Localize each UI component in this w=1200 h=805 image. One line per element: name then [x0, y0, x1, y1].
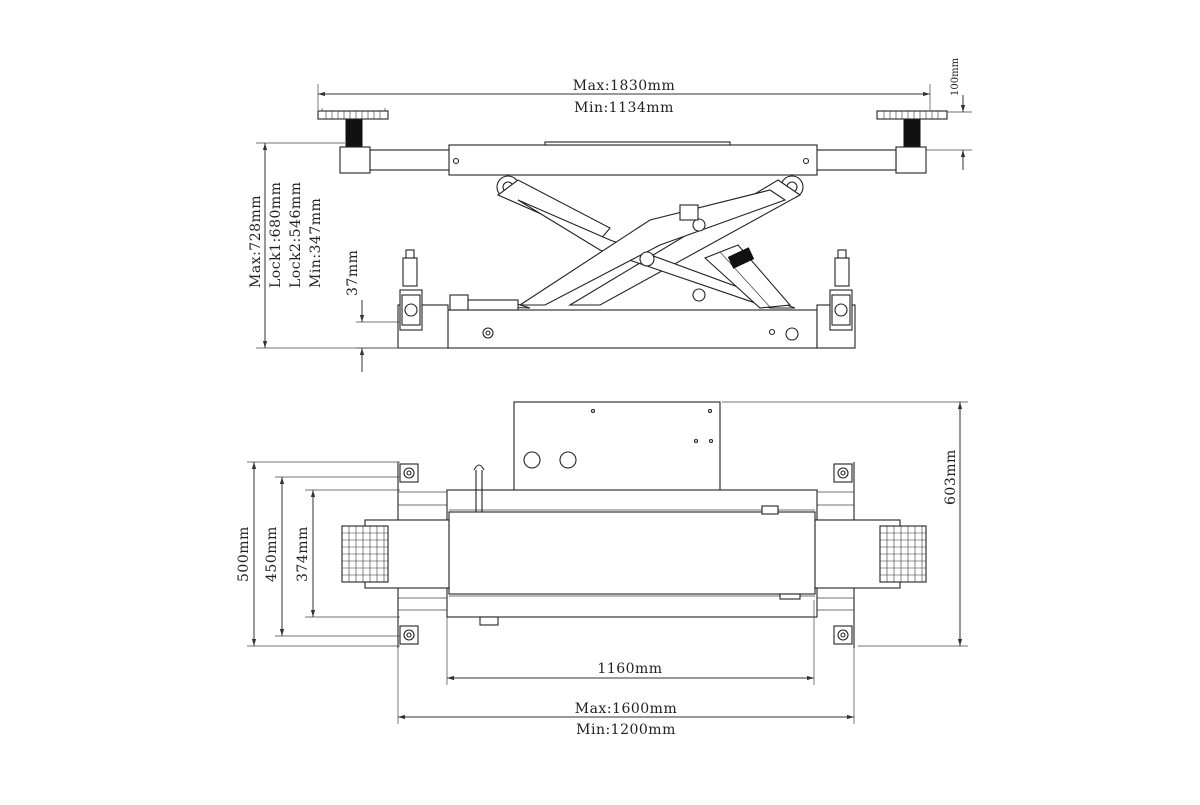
width-374-label: 374mm	[295, 526, 311, 582]
overall-min-label: Min:1200mm	[576, 722, 676, 738]
right-lifting-pad	[876, 110, 948, 147]
span-max-label: Max:1830mm	[573, 78, 675, 94]
frame-length-dimension: 1160mm	[446, 600, 815, 685]
pad-height-dimension: 100mm	[925, 57, 972, 170]
top-beam	[339, 141, 927, 176]
height-dimensions: Max:728mm Lock1:680mm Lock2:546mm Min:34…	[248, 142, 447, 349]
height-lock2-label: Lock2:546mm	[288, 182, 304, 288]
plan-width-dimensions: 500mm 450mm 374mm	[236, 461, 400, 647]
left-roller-assembly	[397, 249, 449, 349]
base-height-dimension: 37mm	[345, 250, 400, 372]
width-500-label: 500mm	[236, 526, 252, 582]
control-box	[513, 401, 721, 493]
depth-603-label: 603mm	[943, 449, 959, 505]
base-frame	[446, 294, 818, 349]
frame-length-label: 1160mm	[597, 661, 662, 677]
overall-max-label: Max:1600mm	[575, 701, 677, 717]
overall-length-dimension: Max:1600mm Min:1200mm	[397, 648, 855, 738]
base-height-label: 37mm	[345, 250, 361, 296]
width-450-label: 450mm	[264, 526, 280, 582]
left-lifting-pad	[317, 108, 389, 147]
left-arm-plan	[341, 519, 450, 589]
height-lock1-label: Lock1:680mm	[268, 182, 284, 288]
height-min-label: Min:347mm	[308, 198, 324, 288]
corner-rollers	[399, 463, 853, 645]
side-view: Max:1830mm Min:1134mm 100mm	[248, 57, 972, 372]
pad-height-label: 100mm	[950, 57, 961, 96]
span-dimension: Max:1830mm Min:1134mm	[317, 78, 931, 116]
plan-view: 500mm 450mm 374mm 603mm 1160mm	[236, 401, 968, 738]
span-min-label: Min:1134mm	[574, 100, 674, 116]
height-max-label: Max:728mm	[248, 195, 264, 288]
right-arm-plan	[814, 519, 927, 589]
plan-depth-dimension: 603mm	[722, 401, 968, 647]
scissor-arms	[496, 175, 804, 309]
right-roller-assembly	[816, 249, 856, 349]
